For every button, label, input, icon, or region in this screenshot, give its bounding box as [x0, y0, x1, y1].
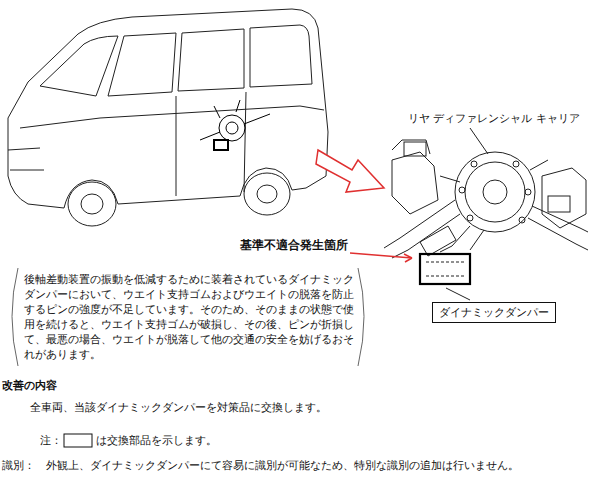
drawing-stroke — [8, 9, 328, 208]
differential-drawing — [384, 140, 588, 284]
drawing-stroke — [459, 187, 465, 193]
callout-box: ダイナミックダンパー — [432, 302, 556, 323]
drawing-stroke — [471, 161, 477, 167]
drawing-stroke — [446, 288, 470, 300]
drawing-stroke — [108, 33, 176, 96]
drawing-stroke — [350, 253, 412, 258]
legend-box-sample — [64, 434, 92, 447]
identification-text: 外観上、ダイナミックダンパーにて容易に識別が可能なため、特別な識別の追加は行いま… — [46, 458, 519, 473]
drawing-stroke — [404, 254, 412, 262]
drawing-stroke — [384, 200, 460, 258]
leader-lines — [350, 128, 488, 300]
drawing-stroke — [525, 189, 531, 195]
drawing-stroke — [214, 140, 228, 150]
drawing-stroke — [250, 25, 312, 87]
drawing-stroke — [528, 206, 588, 250]
identification-prefix: 識別： — [2, 458, 35, 473]
damper-part — [420, 254, 470, 284]
drawing-stroke — [426, 262, 464, 276]
drawing-stroke — [316, 150, 384, 192]
note-brackets — [12, 268, 364, 366]
box-text: ダイナミックダンパー — [439, 305, 549, 320]
warning-label: 基準不適合発生箇所 — [240, 238, 348, 253]
drawing-stroke — [244, 173, 290, 215]
drawing-stroke — [40, 36, 118, 96]
drawing-stroke — [420, 226, 456, 256]
note-prefix: 注： — [40, 433, 62, 448]
drawing-stroke — [219, 115, 245, 141]
drawing-stroke — [440, 160, 548, 182]
drawing-stroke — [392, 152, 438, 214]
drawing-stroke — [8, 148, 44, 170]
drawing-stroke — [404, 142, 426, 156]
drawing-stroke — [470, 128, 488, 154]
direction-arrow — [316, 150, 384, 192]
drawing-stroke — [81, 194, 103, 214]
remedy-text: 全車両、当該ダイナミックダンパーを対策品に交換します。 — [30, 400, 327, 415]
part-name: リヤ ディファレンシャル キャリア — [408, 111, 580, 126]
drawing-stroke — [483, 180, 507, 204]
van-drawing — [8, 9, 328, 226]
drawing-stroke — [548, 196, 570, 212]
drawing-stroke — [200, 100, 270, 140]
drawing-stroke — [440, 226, 484, 252]
drawing-stroke — [257, 185, 277, 203]
section-heading: 改善の内容 — [2, 378, 57, 393]
drawing-stroke — [226, 122, 238, 134]
drawing-stroke — [467, 215, 473, 221]
note-text: は交換部品を示します。 — [96, 433, 217, 448]
drawing-stroke — [200, 100, 270, 150]
drawing-stroke — [542, 168, 586, 228]
defect-description: 後軸差動装置の振動を低減するために装着されているダイナミックダンパーにおいて、ウ… — [24, 272, 356, 362]
drawing-stroke — [12, 268, 18, 366]
drawing-stroke — [519, 217, 525, 223]
drawing-stroke — [513, 161, 519, 167]
drawing-stroke — [68, 182, 116, 226]
drawing-stroke — [20, 92, 324, 196]
drawing-stroke — [455, 152, 535, 232]
drawing-stroke — [465, 162, 525, 222]
drawing-stroke — [178, 29, 244, 91]
drawing-stroke — [358, 268, 364, 366]
